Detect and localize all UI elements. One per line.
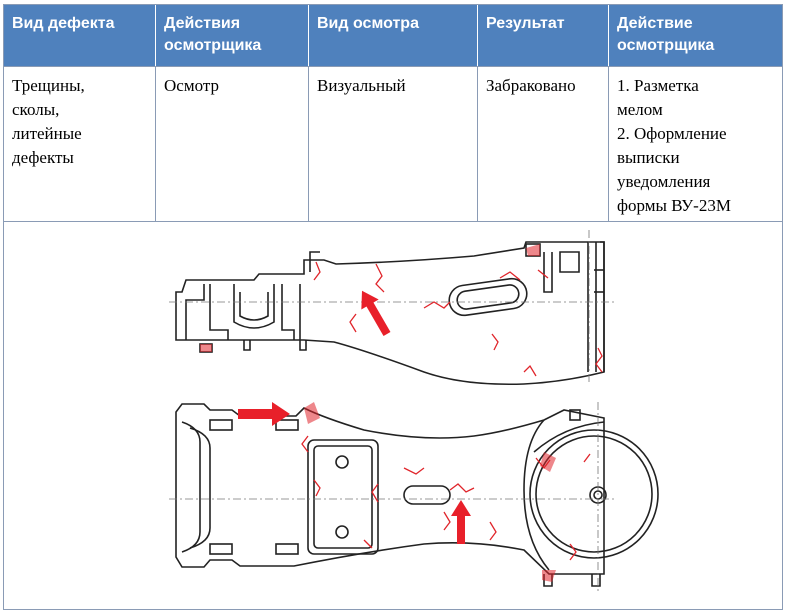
header-defect-type: Вид дефекта xyxy=(4,5,156,66)
hatched-defects xyxy=(200,244,556,582)
cell-line: литейные xyxy=(12,124,82,143)
table-row: Трещины, сколы, литейные дефекты Осмотр … xyxy=(4,66,782,222)
table-header-row: Вид дефекта Действия осмотрщика Вид осмо… xyxy=(4,5,782,66)
cell-line: дефекты xyxy=(12,148,74,167)
cell-line: Осмотр xyxy=(164,76,219,95)
drawing-svg xyxy=(169,230,659,594)
side-view-part xyxy=(175,241,605,386)
cell-inspector-action: 1. Разметка мелом 2. Оформление выписки … xyxy=(609,67,782,221)
cell-line: 1. Разметка xyxy=(617,76,699,95)
cell-line: выписки xyxy=(617,148,680,167)
header-inspector-action: Действие осмотрщика xyxy=(617,15,715,54)
header-result: Результат xyxy=(478,5,609,66)
cell-inspection-type: Визуальный xyxy=(309,67,478,221)
cell-inspector-actions: Осмотр xyxy=(156,67,309,221)
cell-line: сколы, xyxy=(12,100,60,119)
header-inspection-type: Вид осмотра xyxy=(309,5,478,66)
arrow-icon xyxy=(361,290,391,336)
cell-line: уведомления xyxy=(617,172,711,191)
cell-line: мелом xyxy=(617,100,663,119)
arrow-icon xyxy=(238,402,290,426)
cell-line: Трещины, xyxy=(12,76,85,95)
defect-table: Вид дефекта Действия осмотрщика Вид осмо… xyxy=(3,4,783,610)
header-inspector-actions: Действия осмотрщика xyxy=(156,5,309,66)
arrow-icon xyxy=(451,500,471,544)
cell-defect-type: Трещины, сколы, литейные дефекты xyxy=(4,67,156,221)
arrow-icons xyxy=(238,290,471,544)
technical-drawing xyxy=(4,222,782,609)
cell-line: Забраковано xyxy=(486,76,576,95)
cell-line: 2. Оформление xyxy=(617,124,727,143)
cell-result: Забраковано xyxy=(478,67,609,221)
plan-view-part xyxy=(175,403,659,587)
cell-line: формы ВУ-23М xyxy=(617,196,731,215)
cell-line: Визуальный xyxy=(317,76,406,95)
